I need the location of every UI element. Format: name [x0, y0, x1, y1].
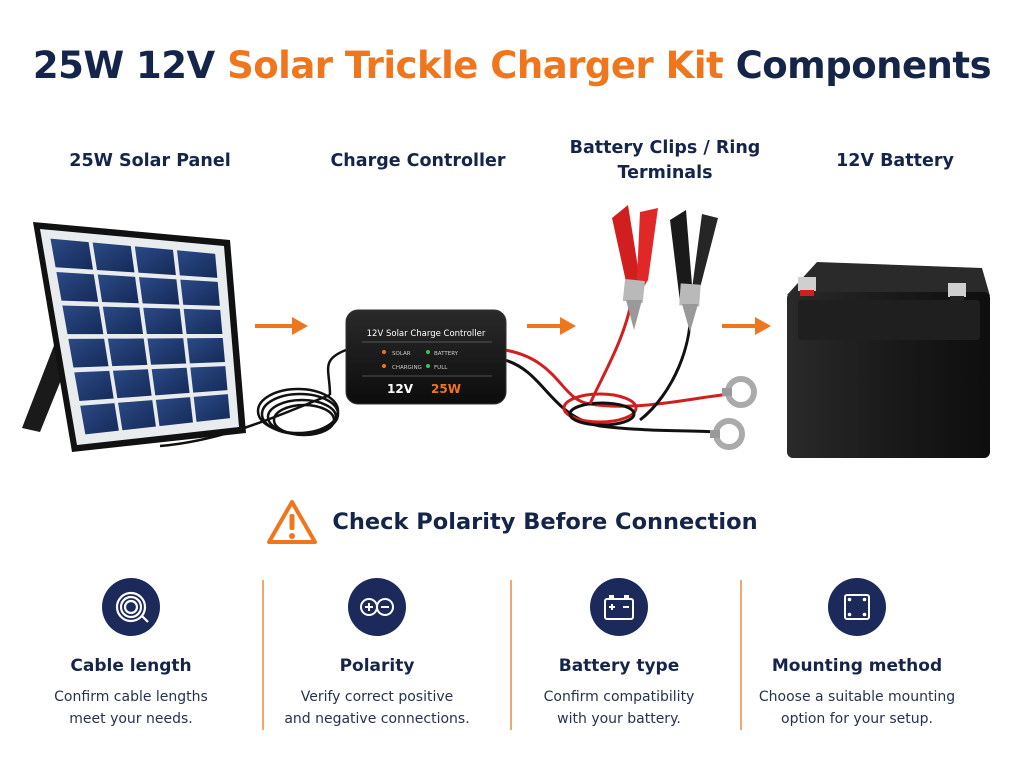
solar-cell — [143, 307, 183, 335]
feature-desc-line: Verify correct positive — [300, 689, 454, 705]
arrow-1 — [255, 317, 308, 335]
solar-cell — [92, 242, 135, 273]
solar-cell — [193, 394, 231, 422]
solar-cell — [183, 308, 223, 335]
feature-desc-line: with your battery. — [557, 711, 681, 727]
feature-cable-length: Cable length Confirm cable lengths meet … — [6, 578, 256, 730]
page-title: 25W 12V Solar Trickle Charger Kit Compon… — [0, 44, 1024, 87]
indicator-solar: SOLAR — [392, 351, 411, 357]
battery-icon — [604, 595, 634, 620]
solar-panel — [22, 222, 246, 452]
red-clip — [612, 205, 658, 330]
mounting-icon — [844, 594, 870, 620]
title-part-1: 25W 12V — [32, 44, 215, 87]
arrow-2 — [527, 317, 576, 335]
polarity-warning: Check Polarity Before Connection — [0, 494, 1024, 550]
solar-cell — [151, 367, 190, 396]
feature-title: Polarity — [339, 656, 415, 676]
feature-desc-line: Confirm compatibility — [543, 689, 695, 705]
feature-title: Cable length — [70, 656, 192, 676]
polarity-icon — [360, 598, 394, 616]
label-solar-panel: 25W Solar Panel — [69, 151, 231, 171]
black-clip — [670, 210, 718, 332]
solar-cell — [56, 272, 99, 302]
solar-cell — [107, 338, 148, 367]
solar-cell — [155, 397, 193, 427]
feature-title: Mounting method — [771, 656, 943, 676]
solar-cell — [112, 369, 152, 399]
divider — [510, 580, 512, 730]
label-battery: 12V Battery — [836, 151, 954, 171]
feature-battery-type: Battery type Confirm compatibility with … — [494, 578, 744, 730]
feature-desc-line: and negative connections. — [284, 711, 470, 727]
indicator-full: FULL — [434, 365, 448, 371]
controller-voltage: 12V — [387, 382, 414, 396]
solar-cell — [102, 306, 144, 335]
feature-desc: Verify correct positive and negative con… — [252, 686, 502, 730]
title-part-2: Solar Trickle Charger Kit — [227, 44, 724, 87]
indicator-charging: CHARGING — [392, 365, 422, 371]
warning-icon — [267, 500, 318, 544]
ring-terminals — [710, 376, 757, 450]
cable-coil-icon — [115, 591, 149, 623]
solar-cell — [134, 246, 176, 276]
solar-cell — [97, 274, 139, 304]
solar-cell — [62, 305, 104, 335]
indicator-battery: BATTERY — [434, 351, 459, 357]
label-battery-clips: Battery Clips / Ring Terminals — [569, 138, 761, 183]
feature-desc-line: option for your setup. — [781, 711, 933, 727]
feature-title: Battery type — [558, 656, 680, 676]
label-charge-controller: Charge Controller — [330, 151, 506, 171]
solar-cell — [74, 370, 114, 401]
feature-desc: Confirm cable lengths meet your needs. — [6, 686, 256, 730]
solar-cell — [177, 250, 218, 278]
solar-cell — [180, 279, 220, 306]
warning-text: Check Polarity Before Connection — [332, 509, 758, 535]
solar-cell — [190, 366, 228, 393]
divider — [262, 580, 264, 730]
flow-arrows — [255, 317, 771, 335]
solar-cell — [50, 238, 94, 270]
controller-power: 25W — [431, 382, 461, 396]
charge-controller: 12V Solar Charge Controller SOLAR BATTER… — [345, 309, 507, 405]
feature-desc-line: meet your needs. — [69, 711, 193, 727]
solar-cell — [118, 400, 156, 431]
feature-list: Cable length Confirm cable lengths meet … — [0, 578, 1024, 748]
feature-desc-line: Confirm cable lengths — [54, 689, 208, 705]
solar-cell — [187, 338, 225, 364]
feature-desc: Choose a suitable mounting option for yo… — [732, 686, 982, 730]
feature-polarity: Polarity Verify correct positive and neg… — [252, 578, 502, 730]
battery — [787, 262, 990, 458]
panel-cable — [159, 348, 347, 448]
feature-desc-line: Choose a suitable mounting — [758, 689, 956, 705]
arrow-3 — [722, 317, 771, 335]
controller-name: 12V Solar Charge Controller — [367, 329, 486, 339]
controller-cables — [504, 297, 733, 434]
solar-cell — [68, 338, 109, 368]
feature-mounting-method: Mounting method Choose a suitable mounti… — [732, 578, 982, 730]
divider — [740, 580, 742, 730]
solar-cell — [139, 277, 180, 305]
solar-cell — [80, 403, 119, 435]
title-part-3: Components — [735, 44, 992, 87]
feature-desc: Confirm compatibility with your battery. — [494, 686, 744, 730]
solar-cell — [147, 338, 187, 365]
